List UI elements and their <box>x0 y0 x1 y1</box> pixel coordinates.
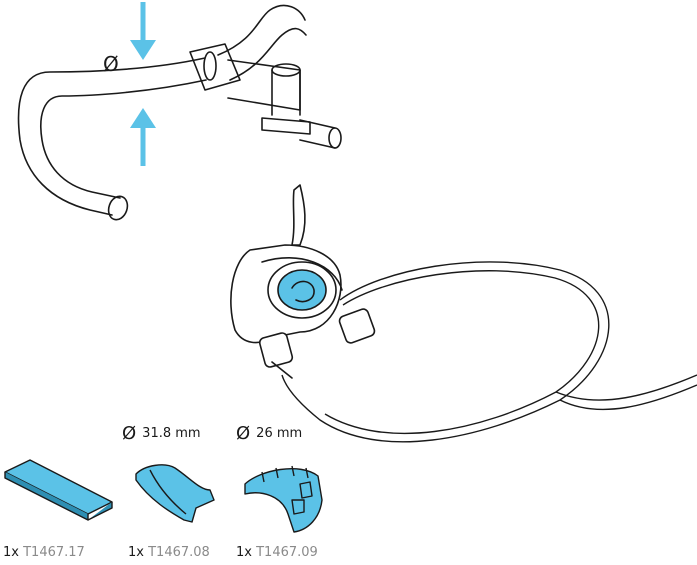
part-shim-26 <box>245 466 322 532</box>
part-label-t1467-17: 1x T1467.17 <box>3 545 85 560</box>
part-adhesive-strip <box>5 460 112 520</box>
cable <box>282 262 697 442</box>
measure-arrows <box>130 2 156 166</box>
part-label-t1467-09: 1x T1467.09 <box>236 545 318 560</box>
part-label-t1467-08: 1x T1467.08 <box>128 545 210 560</box>
diameter-symbol: Ø <box>103 52 119 76</box>
part-shim-31-8 <box>136 465 214 522</box>
shifter-unit <box>231 185 376 378</box>
handlebar <box>19 5 341 222</box>
